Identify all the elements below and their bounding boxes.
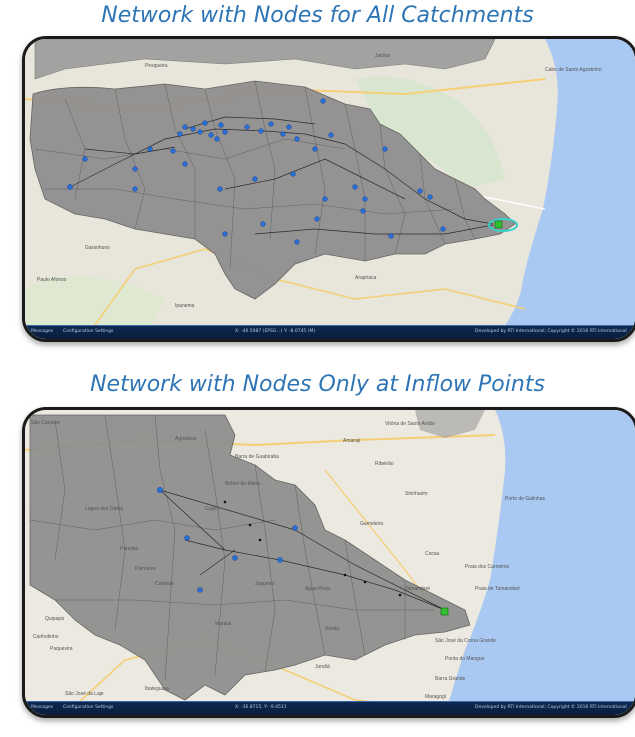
junction-points [223, 500, 402, 597]
place-label: Maragogi [425, 694, 446, 700]
place-label: Barra de Guabiraba [235, 454, 279, 460]
configuration-settings-tab[interactable]: Configuration Settings [63, 329, 114, 334]
coordinate-readout: X: -36.8715, Y: -9.4511 [235, 705, 287, 710]
place-label: Porto de Galinhas [505, 496, 546, 502]
place-label: Água Preta [305, 585, 330, 592]
place-label: Jatobá [375, 53, 390, 59]
top-title: Network with Nodes for All Catchments [101, 3, 534, 28]
copyright-text: Developed by RTI International; Copyrigh… [475, 329, 627, 334]
place-label: Panelas [120, 546, 139, 552]
place-label: Belém de Maria [225, 481, 260, 487]
place-label: Ribeirão [375, 461, 394, 467]
place-label: Maraial [215, 621, 231, 627]
copyright-text: Developed by RTI International; Copyrigh… [475, 705, 627, 710]
place-label: Sirinhaém [405, 491, 428, 497]
messages-tab[interactable]: Messages [31, 329, 54, 334]
place-label: Ipanema [175, 303, 195, 309]
map-panel-inflow-points[interactable]: São Caetano Barra de Guabiraba Amaraji A… [22, 407, 635, 718]
catchment-boundary [29, 80, 516, 300]
outlet-node[interactable] [440, 607, 449, 616]
coordinate-readout: X: -40.5987 (EPSG...) Y: -8.0745 (M) [235, 329, 316, 334]
place-label: São José da Coroa Grande [435, 638, 496, 644]
place-label: Gameleira [360, 521, 383, 527]
messages-tab[interactable]: Messages [31, 705, 54, 710]
place-label: Catende [155, 581, 174, 587]
place-label: Praia dos Carneiros [465, 564, 510, 570]
ocean [445, 410, 635, 715]
place-label: Canhotinho [33, 634, 59, 640]
configuration-settings-tab[interactable]: Configuration Settings [63, 705, 114, 710]
place-label: Cupira [205, 506, 220, 512]
place-label: Jundiá [315, 664, 330, 670]
place-label: São Caetano [31, 420, 60, 426]
place-label: Amaraji [343, 438, 360, 444]
status-bar: Messages Configuration Settings X: -40.5… [25, 325, 635, 339]
place-label: Praia de Tamandaré [475, 586, 520, 592]
flow-network [159, 489, 446, 611]
place-label: Paulo Afonso [37, 277, 67, 283]
place-label: Lagoa dos Gatos [85, 506, 124, 512]
map-canvas[interactable]: São Caetano Barra de Guabiraba Amaraji A… [25, 410, 635, 715]
map-canvas[interactable]: Cabo de Santo Agostinho Jatobá Pesqueira… [25, 39, 635, 339]
place-label: Vitória de Santo Antão [385, 421, 435, 427]
place-label: Jaqueira [255, 581, 274, 587]
place-label: Barra Grande [435, 676, 466, 682]
place-label: Xexéu [325, 626, 339, 632]
place-label: Pesqueira [145, 63, 168, 69]
place-label: Tamandaré [405, 586, 430, 592]
place-label: Cabo de Santo Agostinho [545, 67, 602, 73]
catchment-nodes[interactable] [67, 98, 446, 245]
map-panel-all-catchments[interactable]: Cabo de Santo Agostinho Jatobá Pesqueira… [22, 36, 635, 342]
place-label: Paquevira [50, 646, 73, 652]
place-label: Agrestina [175, 436, 196, 442]
place-label: São José da Laje [65, 691, 104, 697]
outlet-node[interactable] [494, 220, 503, 229]
status-bar: Messages Configuration Settings X: -36.8… [25, 701, 635, 715]
place-label: Palmares [135, 566, 157, 572]
inflow-nodes[interactable] [156, 486, 298, 593]
outlet-highlight [488, 218, 518, 232]
ocean [495, 39, 635, 339]
place-label: Quipapá [45, 616, 64, 622]
place-label: Arapiraca [355, 275, 377, 281]
bottom-title: Network with Nodes Only at Inflow Points [90, 372, 545, 397]
place-label: Ponta do Mangue [445, 656, 485, 662]
place-label: Ibateguara [145, 686, 169, 692]
catchment-strip [34, 39, 496, 80]
place-label: Garanhuns [85, 245, 110, 251]
place-label: Cocau [425, 551, 440, 557]
